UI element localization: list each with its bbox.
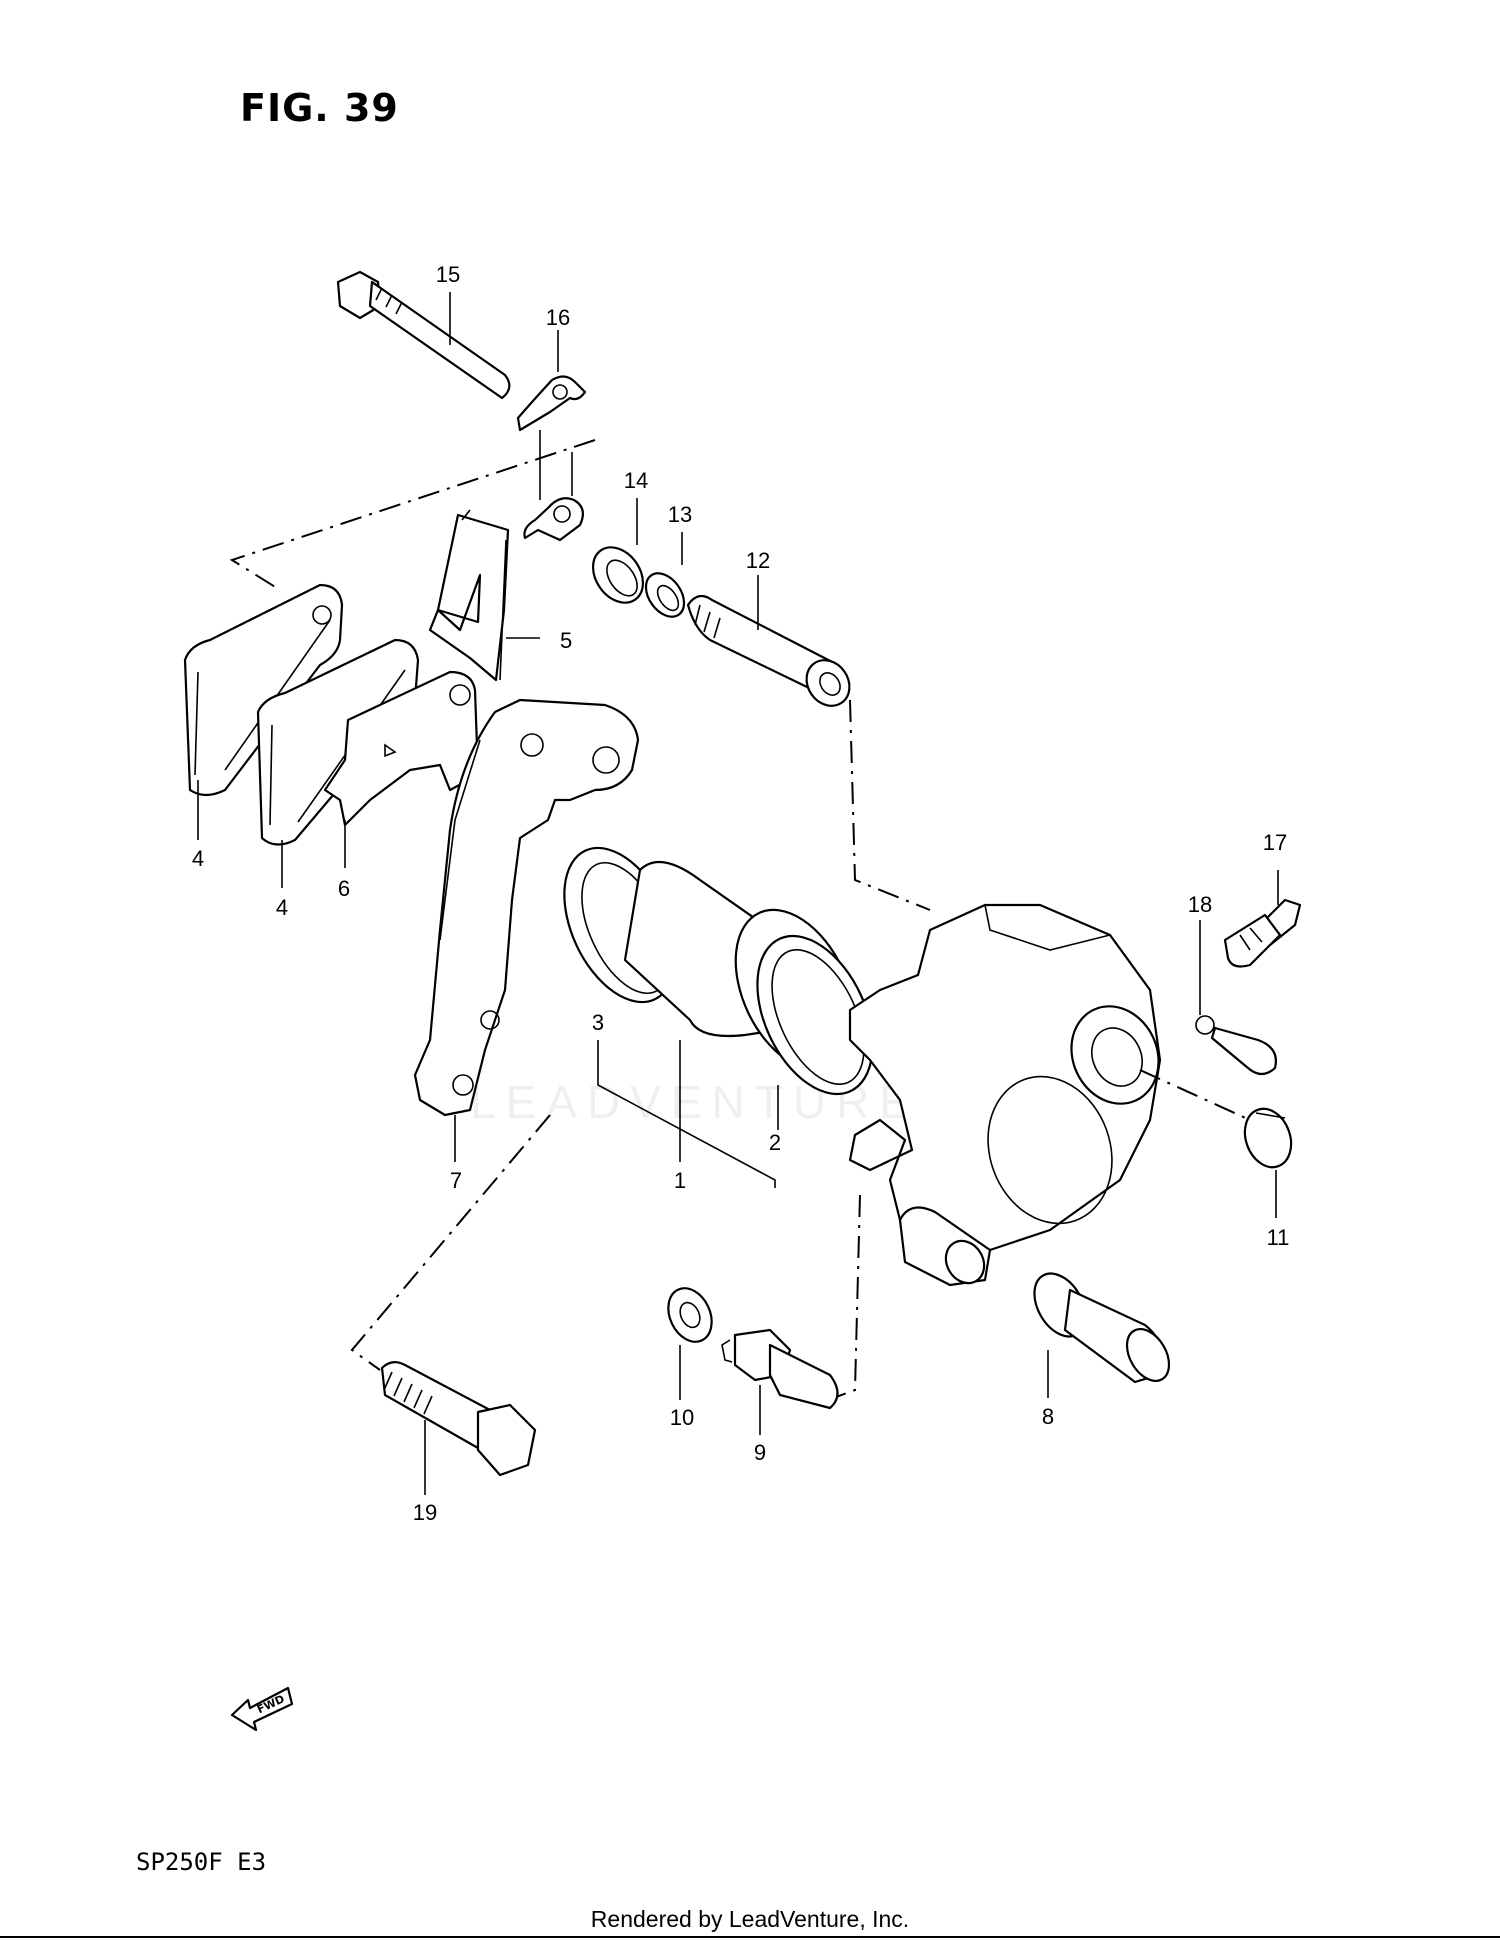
label-8: 8 <box>1042 1404 1054 1429</box>
fwd-arrow-icon: FWD <box>230 1686 294 1732</box>
part-8-pin-bolt <box>1033 1272 1171 1384</box>
label-5: 5 <box>560 628 572 653</box>
footer-divider <box>0 1936 1500 1938</box>
part-11-cap <box>1243 1107 1293 1169</box>
part-7-caliper-bracket <box>413 698 640 1117</box>
part-10-washer <box>667 1287 713 1343</box>
part-14-dust-boot <box>591 546 645 604</box>
part-15-bolt <box>336 270 511 400</box>
label-16: 16 <box>546 305 570 330</box>
label-13: 13 <box>668 502 692 527</box>
label-10: 10 <box>670 1405 694 1430</box>
part-19-bolt <box>380 1361 537 1477</box>
label-11: 11 <box>1267 1225 1290 1250</box>
caliper-body <box>848 903 1162 1287</box>
part-4-brake-pad-left <box>183 583 344 797</box>
label-19: 19 <box>413 1500 437 1525</box>
figure-title: FIG. 39 <box>240 86 399 130</box>
part-16-lock-plate <box>516 375 587 542</box>
label-3: 3 <box>592 1010 604 1035</box>
label-15: 15 <box>436 262 460 287</box>
part-9-bolt <box>721 1328 839 1410</box>
part-17-bleeder-valve <box>1223 898 1302 968</box>
model-code: SP250F E3 <box>136 1848 267 1876</box>
part-13-ring <box>644 572 686 618</box>
label-1: 1 <box>674 1168 686 1193</box>
leader-lines <box>197 292 1279 1495</box>
label-4b: 4 <box>276 895 288 920</box>
label-6: 6 <box>338 876 350 901</box>
label-4a: 4 <box>192 846 204 871</box>
part-12-slide-pin <box>686 594 851 707</box>
footer-credit: Rendered by LeadVenture, Inc. <box>590 1906 910 1932</box>
part-6-pad-shim <box>323 670 480 827</box>
label-18: 18 <box>1188 892 1212 917</box>
label-2: 2 <box>769 1130 781 1155</box>
label-12: 12 <box>746 548 770 573</box>
part-2-seal <box>756 934 874 1096</box>
label-17: 17 <box>1263 830 1287 855</box>
part-18-bleeder-cap <box>1195 1015 1277 1076</box>
part-labels: 15 16 14 13 12 5 4 4 6 3 2 1 7 11 17 18 … <box>192 262 1290 1525</box>
part-5-pad-spring <box>428 509 510 682</box>
label-7: 7 <box>450 1168 462 1193</box>
label-9: 9 <box>754 1440 766 1465</box>
label-14: 14 <box>624 468 648 493</box>
